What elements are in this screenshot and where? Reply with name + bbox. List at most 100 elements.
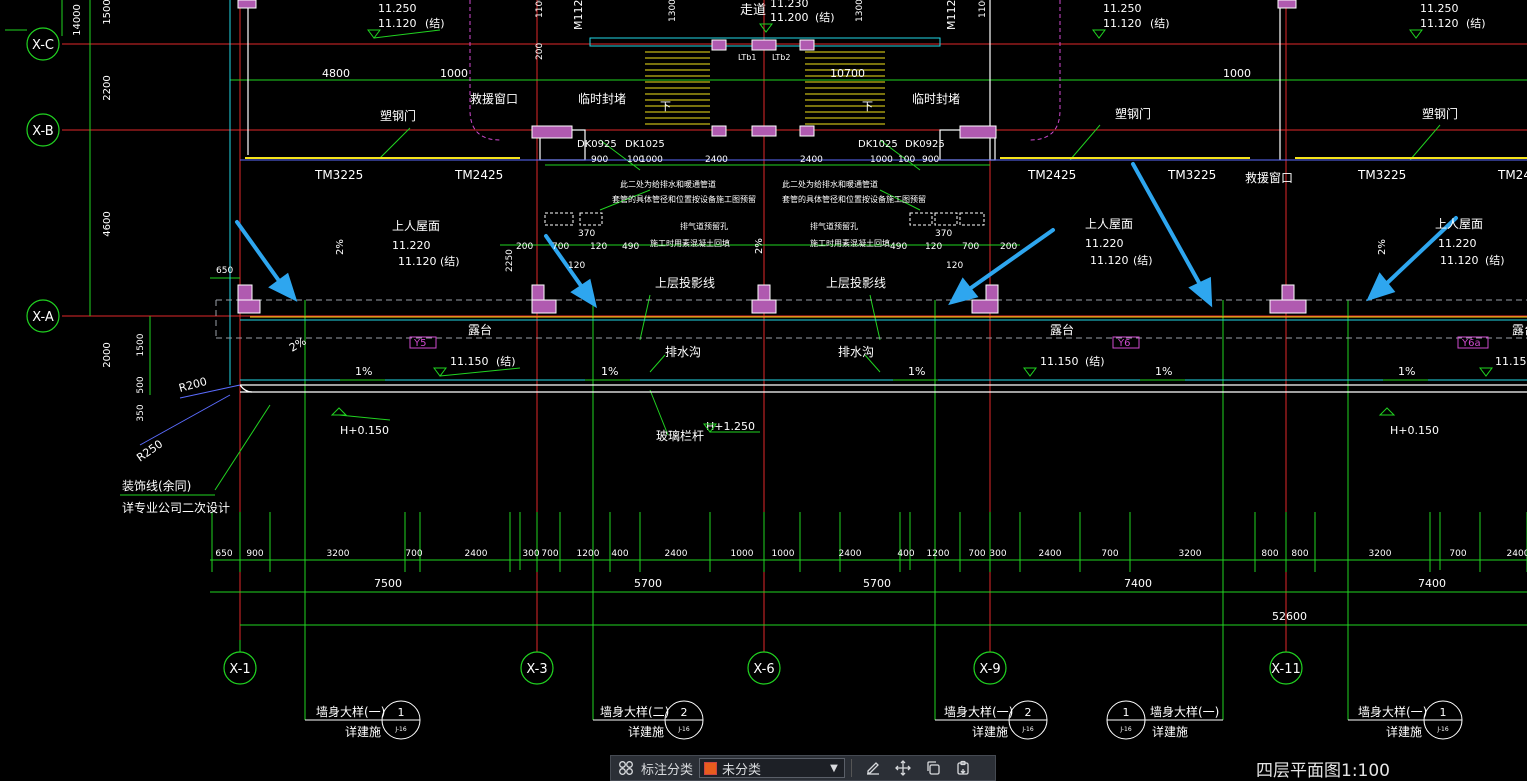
label-plastic-door-left: 塑钢门 — [380, 108, 416, 123]
callout-num-a: 1 — [398, 706, 405, 719]
label-note-a2-left: 套管的具体管径和位置按设备施工图预留 — [612, 194, 756, 204]
dim-1100: 1100 — [535, 0, 545, 18]
corridor-elev-1: 11.230 — [770, 0, 809, 10]
top-elev-mid-1: 11.250 — [1103, 2, 1142, 15]
bottom-dim-row1-item: 300 — [522, 549, 539, 559]
bottom-dim-row1-item: 800 — [1261, 549, 1278, 559]
dim-1300-right: 1300 — [855, 0, 865, 22]
dashed-lines — [215, 299, 1527, 339]
dim-100-right: 100 — [898, 155, 915, 165]
axis-bubble-label-x-11: X-11 — [1271, 662, 1301, 677]
bottom-dim-row1-item: 900 — [246, 549, 263, 559]
slope-1-a: 1% — [355, 365, 372, 378]
slope-1-b: 1% — [601, 365, 618, 378]
dim-left-14000: 14000 — [72, 4, 83, 36]
bottom-dim-row1-item: 700 — [405, 549, 422, 559]
dim-120-lower-left: 120 — [568, 261, 585, 271]
top-elev-mid-2: 11.120 — [1103, 17, 1142, 30]
dim-2400-b-right: 2400 — [800, 155, 823, 165]
toolbar-separator — [851, 759, 853, 777]
callout-numbers: 1 2 2 1 1 — [398, 706, 1447, 719]
axis-bubble-label-x-6: X-6 — [753, 662, 774, 677]
dim-left-350: 350 — [136, 404, 146, 421]
dim-1100-right: 1100 — [978, 0, 988, 18]
category-select[interactable]: 未分类 ▼ — [699, 758, 846, 778]
axis-bubble-label-x-a: X-A — [32, 310, 54, 325]
label-dk1025-right: DK1025 — [858, 139, 898, 150]
edit-icon[interactable] — [862, 757, 884, 779]
label-stair-down-right: 下 — [862, 100, 873, 113]
bottom-dim-row1-item: 700 — [1101, 549, 1118, 559]
top-elev-mid-jie: (结) — [1150, 17, 1170, 30]
label-tm3225-right: TM3225 — [1357, 168, 1406, 182]
dim-200-mid-left: 200 — [516, 242, 533, 252]
elev-h1250: H+1.250 — [706, 420, 755, 433]
label-note-a1-left: 此二处为给排水和暖通管道 — [620, 179, 716, 189]
bottom-dim-row1-item: 300 — [989, 549, 1006, 559]
label-tm3225-mid: TM3225 — [1167, 168, 1216, 182]
dim-slope-left: 2% — [335, 239, 346, 255]
top-elev-right-1: 11.250 — [1420, 2, 1459, 15]
corridor-elev-jie: (结) — [815, 11, 835, 24]
dim-left-1500-top: 1500 — [102, 0, 113, 25]
move-icon[interactable] — [892, 757, 914, 779]
dim-370-right: 370 — [935, 229, 952, 239]
copy-icon[interactable] — [922, 757, 944, 779]
dim-490-mid-right: 490 — [890, 242, 907, 252]
label-terrace-left: 露台 — [468, 322, 492, 337]
label-plastic-door-right: 塑钢门 — [1422, 106, 1458, 121]
axis-bubble-label-x-c: X-C — [32, 38, 54, 53]
bottom-dim-row2-item: 5700 — [863, 577, 891, 590]
elev-11150-right: 11.150 — [1495, 355, 1527, 368]
callout-see-d: 详建施 — [1152, 724, 1188, 739]
grid-categories-icon[interactable] — [615, 757, 637, 779]
label-tm3225-left: TM3225 — [314, 168, 363, 182]
columns — [237, 0, 1307, 314]
callout-wall-1-c: 墙身大样(一) — [944, 704, 1013, 719]
label-glass-rail: 玻璃栏杆 — [656, 428, 704, 443]
blue-lines — [139, 159, 1527, 446]
category-select-value: 未分类 — [722, 762, 762, 778]
label-vent-1-left: 排气道预留孔 — [680, 221, 728, 231]
callout-see-a: 详建施 — [345, 724, 381, 739]
dim-1300-left: 1300 — [668, 0, 678, 22]
dim-left-500: 500 — [136, 376, 146, 393]
label-tm2425-left: TM2425 — [454, 168, 503, 182]
bottom-dim-row2-item: 7400 — [1124, 577, 1152, 590]
label-note-a1-right: 此二处为给排水和暖通管道 — [782, 179, 878, 189]
yellow-hatches — [245, 157, 1527, 318]
elev-11150-left: 11.150 — [450, 355, 489, 368]
bottom-dim-row1-item: 1200 — [927, 549, 950, 559]
corridor-label: 走道 — [740, 3, 766, 18]
bottom-dim-row1-item: 2400 — [465, 549, 488, 559]
axis-bubble-label-x-b: X-B — [32, 124, 53, 139]
elev-11150-left-jie: (结) — [496, 355, 516, 368]
bottom-dim-row1-item: 700 — [968, 549, 985, 559]
axis-bubble-label-x-1: X-1 — [229, 662, 250, 677]
bottom-dim-row1-item: 400 — [611, 549, 628, 559]
label-drain-left: 排水沟 — [665, 345, 701, 359]
tag-boxes — [409, 336, 1489, 349]
dim-10700: 10700 — [830, 67, 865, 80]
callout-bubbles — [381, 700, 1463, 740]
tag-y6: Y6 — [1117, 338, 1130, 349]
label-stair-down-left: 下 — [660, 100, 671, 113]
callout-sheet-d: J-16 — [1119, 726, 1132, 733]
top-elev-left-jie: (结) — [425, 17, 445, 30]
dim-1000-b-left: 1000 — [640, 155, 663, 165]
elev-11150-mid-jie: (结) — [1085, 355, 1105, 368]
row-b-labels: 4800 1000 10700 1000 塑钢门 救援窗口 临时封堵 临时封堵 … — [314, 53, 1527, 185]
dim-total-52600: 52600 — [1272, 610, 1307, 623]
label-vent-2-right: 施工时用素混凝土回填 — [810, 238, 890, 248]
dim-1000-left: 1000 — [440, 67, 468, 80]
label-ltb2: LTb2 — [772, 53, 790, 62]
bottom-dim-row2-item: 7400 — [1418, 577, 1446, 590]
label-roof-elev-right-jie: (结) — [1485, 254, 1505, 267]
label-note-a2-right: 套管的具体管径和位置按设备施工图预留 — [782, 194, 926, 204]
callout-see-c: 详建施 — [972, 724, 1008, 739]
top-elev-left-1: 11.250 — [378, 2, 417, 15]
callout-see-b: 详建施 — [628, 724, 664, 739]
paste-icon[interactable] — [952, 757, 974, 779]
terrace-elevations: 11.150 (结) 11.150 (结) 11.150 1% 1% 1% 1%… — [134, 335, 1527, 465]
